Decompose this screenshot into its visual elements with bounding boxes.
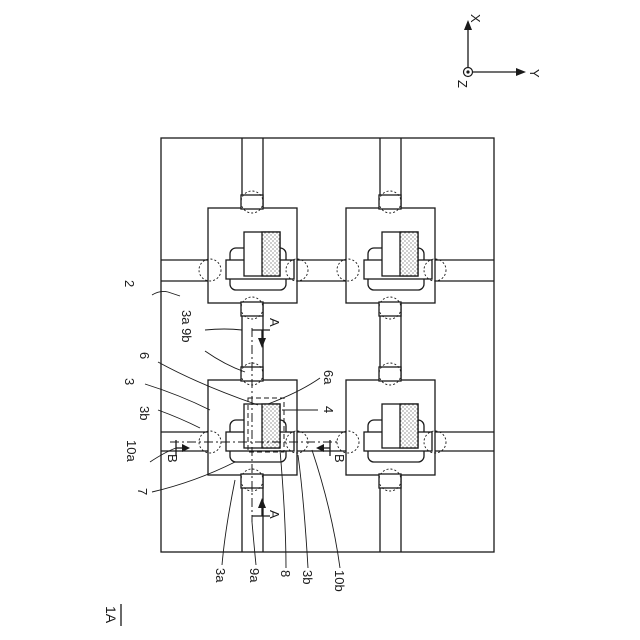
label-2: 2 bbox=[122, 280, 137, 287]
label-3b-top: 3b bbox=[137, 406, 152, 420]
section-b-right-label: B bbox=[332, 454, 347, 463]
leader-3b-top bbox=[158, 410, 200, 428]
figure-id: 1A bbox=[103, 604, 121, 626]
label-4: 4 bbox=[321, 406, 336, 413]
section-a-top-label: A bbox=[267, 318, 282, 327]
label-9a: 9a bbox=[247, 568, 262, 583]
label-10b: 10b bbox=[332, 570, 347, 592]
leader-3 bbox=[145, 384, 210, 410]
label-3b-bottom: 3b bbox=[300, 570, 315, 584]
z-axis-label: Z bbox=[455, 80, 470, 88]
figure-id-label: 1A bbox=[103, 606, 119, 624]
label-8: 8 bbox=[278, 570, 293, 577]
vertical-wiring bbox=[242, 138, 401, 552]
leader-9a bbox=[252, 522, 256, 565]
section-b-left-label: B bbox=[165, 454, 180, 463]
cell-bottom-right bbox=[337, 363, 446, 491]
label-3: 3 bbox=[122, 378, 137, 385]
section-a-bottom-label: A bbox=[267, 510, 282, 519]
cell-bottom-left bbox=[199, 363, 308, 491]
cell-top-left bbox=[199, 191, 308, 319]
y-axis-label: Y bbox=[527, 69, 542, 78]
leader-2 bbox=[152, 291, 180, 296]
label-10a: 10a bbox=[124, 440, 139, 462]
label-7: 7 bbox=[135, 488, 150, 495]
coordinate-axes: X Y Z bbox=[455, 14, 542, 88]
cell-top-right bbox=[337, 191, 446, 319]
leader-9b bbox=[205, 329, 242, 330]
leader-10b bbox=[312, 450, 340, 568]
leader-3a-top bbox=[205, 351, 245, 372]
substrate-outline bbox=[161, 138, 494, 552]
label-6a: 6a bbox=[321, 370, 336, 385]
label-3a-9b: 3a 9b bbox=[179, 310, 194, 343]
label-3a-bottom: 3a bbox=[213, 568, 228, 583]
leader-3b-bottom bbox=[298, 455, 308, 568]
z-axis-dot bbox=[466, 70, 469, 73]
y-axis-arrowhead bbox=[516, 68, 526, 76]
x-axis-label: X bbox=[468, 14, 483, 23]
label-6: 6 bbox=[137, 352, 152, 359]
